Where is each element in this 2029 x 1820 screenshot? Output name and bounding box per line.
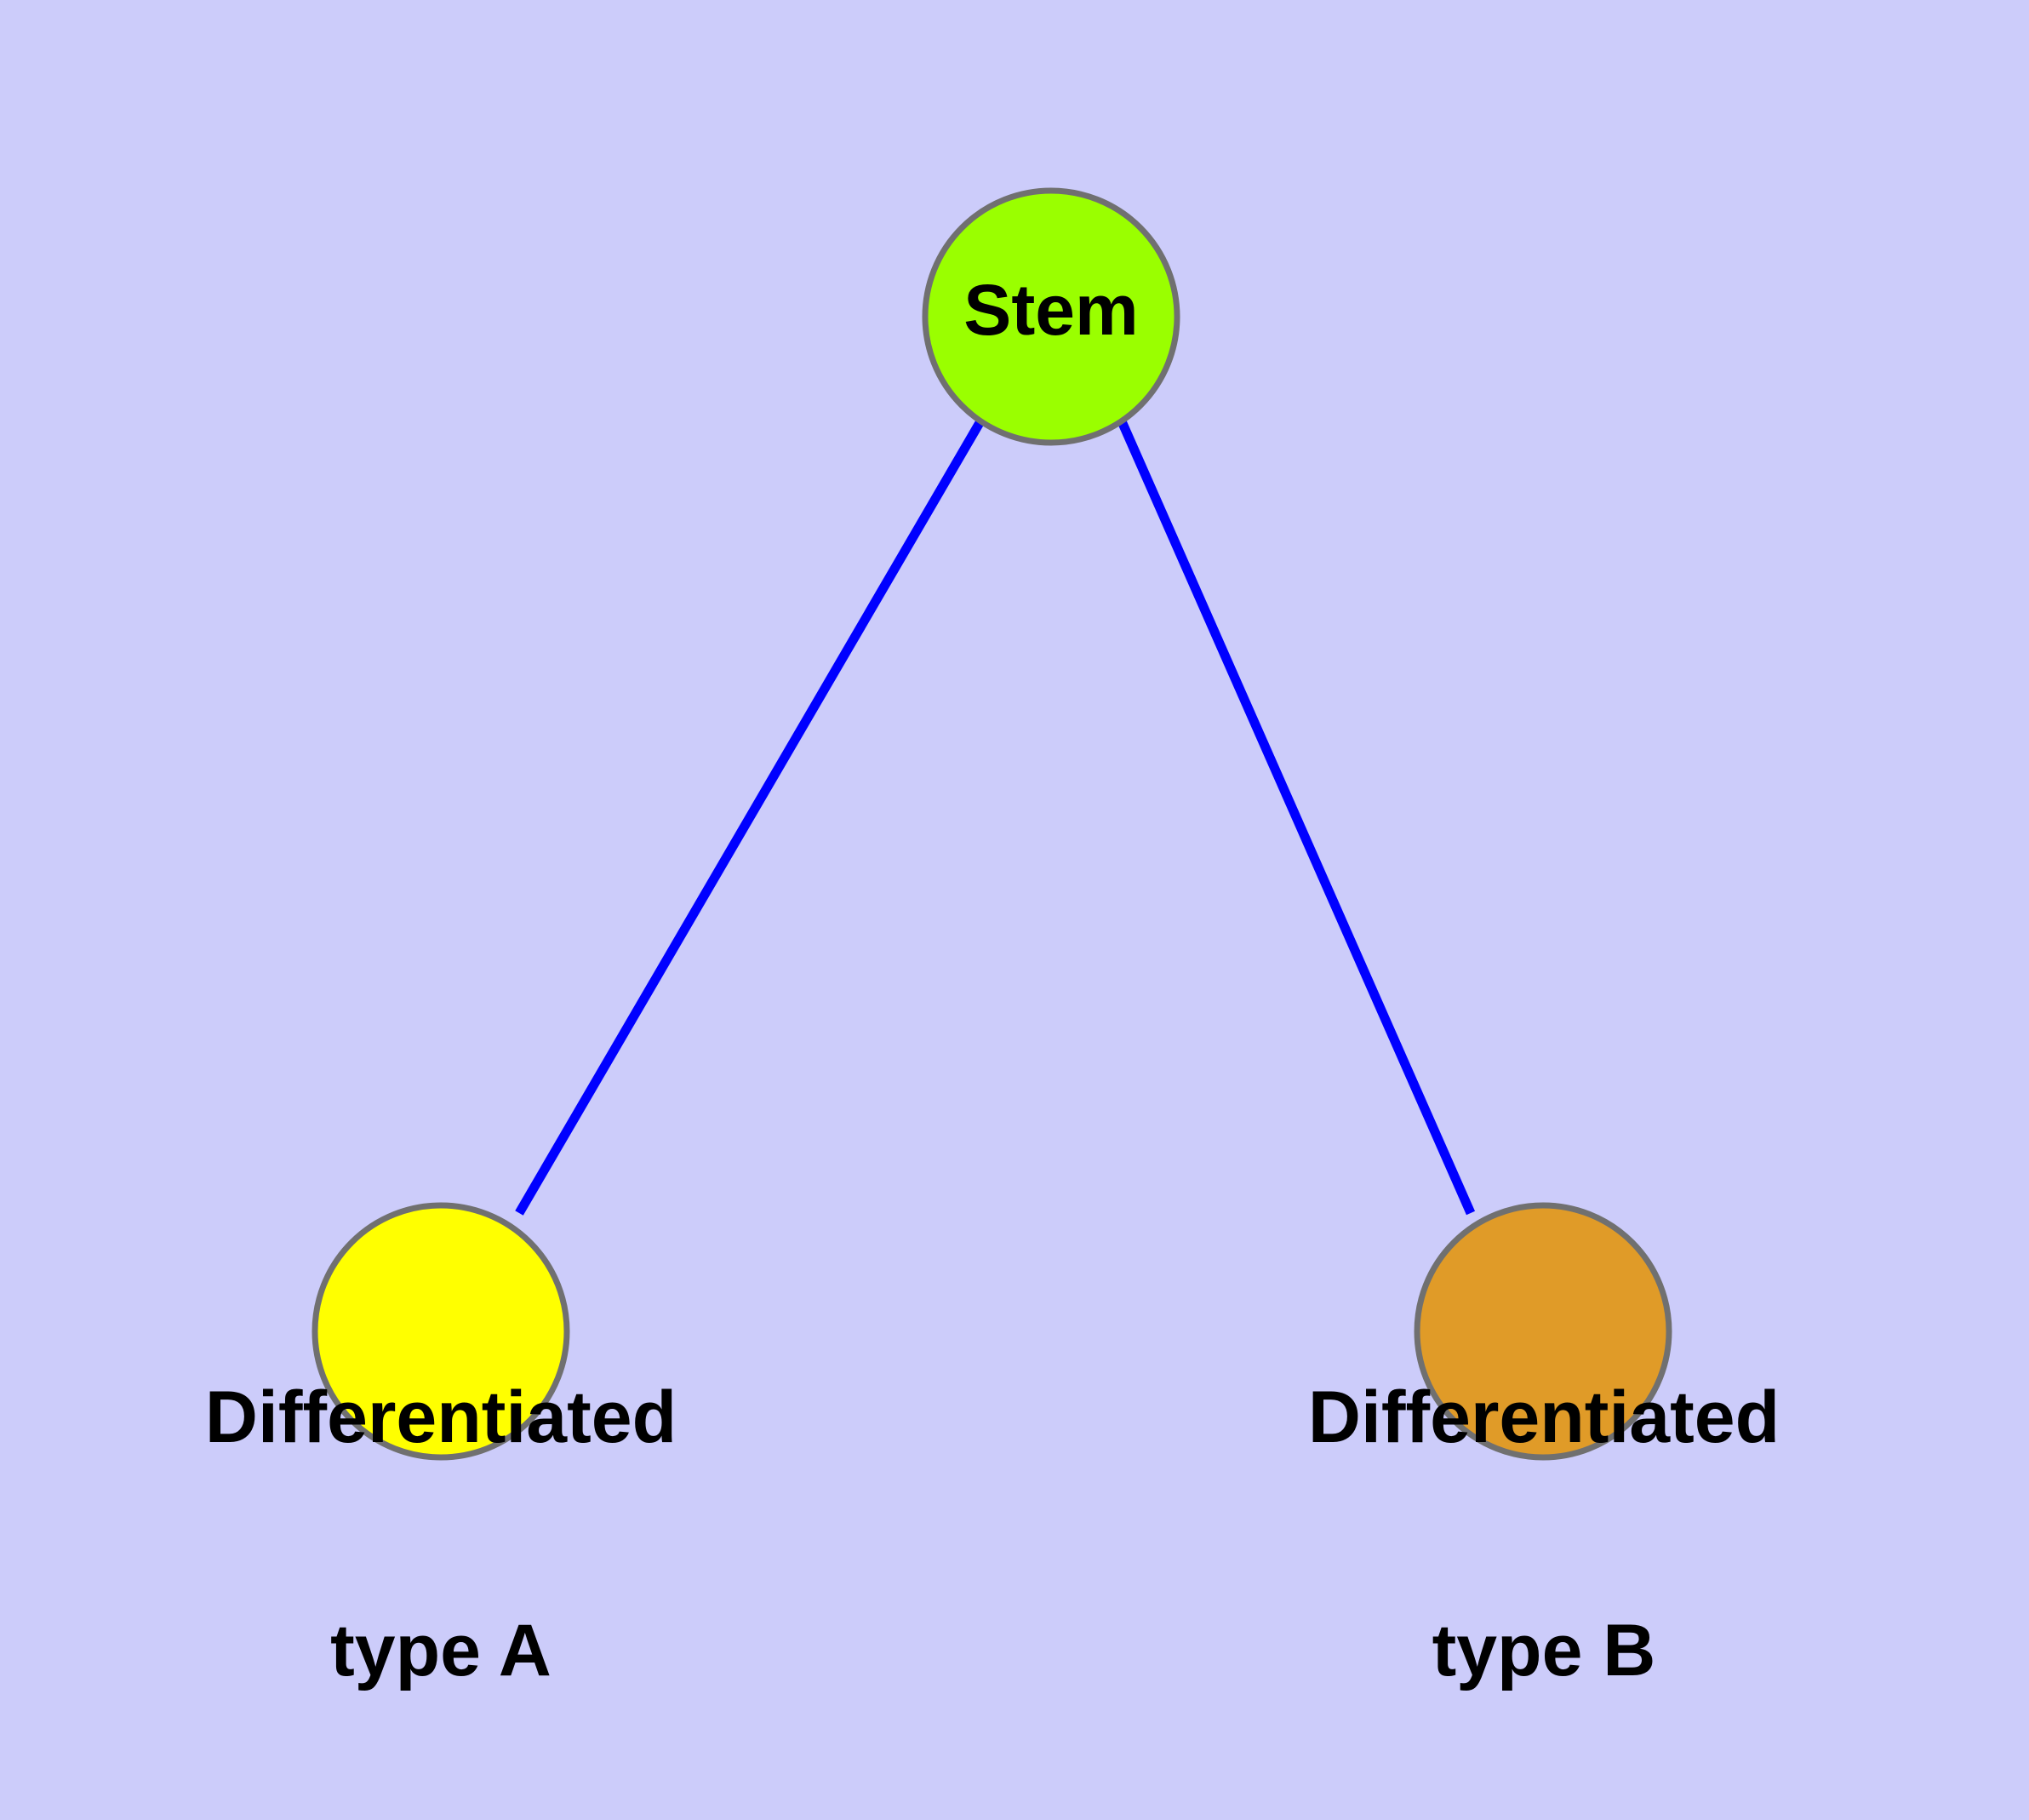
edge-stem-to-differentiated-type-a: [515, 419, 985, 1216]
node-differentiated-type-a[interactable]: [311, 1202, 570, 1461]
node-stem[interactable]: [922, 187, 1180, 446]
edge-stem-to-differentiated-type-b: [1117, 419, 1476, 1216]
node-differentiated-type-b[interactable]: [1414, 1202, 1672, 1461]
